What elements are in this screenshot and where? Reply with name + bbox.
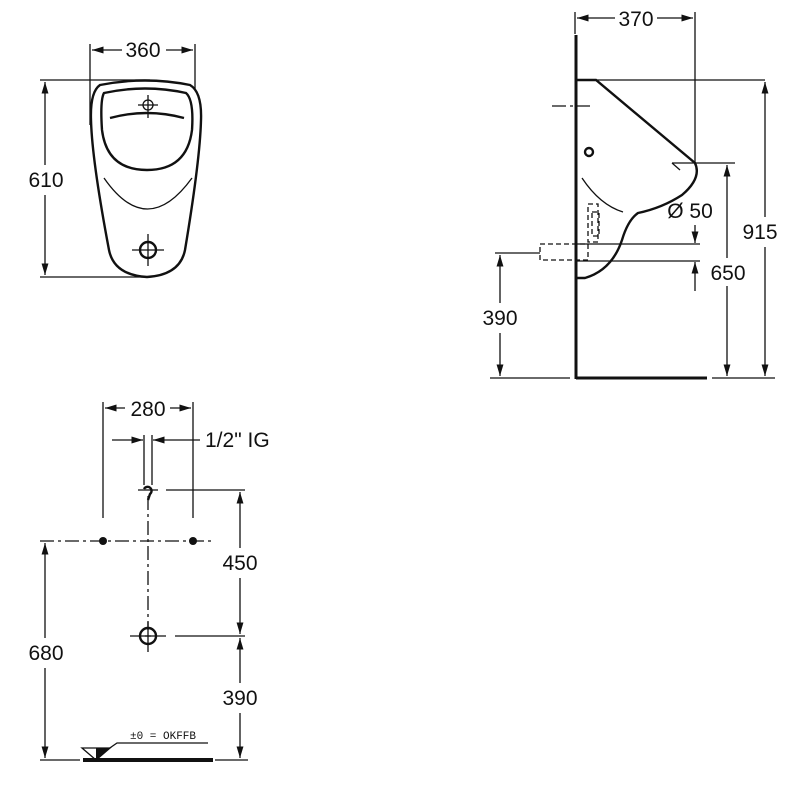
front-view: 360 610 <box>28 39 203 279</box>
inlet-thread-label: 1/2" IG <box>205 429 270 452</box>
fixing-point <box>99 537 107 545</box>
floor-reference-label: ±0 = OKFFB <box>130 731 196 743</box>
side-outlet-height-label: 390 <box>482 307 517 330</box>
rim-height-label: 650 <box>710 262 745 285</box>
fixing-spacing-label: 280 <box>130 398 165 421</box>
total-height-label: 915 <box>742 221 777 244</box>
inlet-icon <box>138 485 158 501</box>
front-height-label: 610 <box>28 169 63 192</box>
urinal-front-outline <box>89 79 203 279</box>
inlet-icon <box>138 95 158 118</box>
fixing-height-label: 680 <box>28 642 63 665</box>
install-outlet-height-label: 390 <box>222 687 257 710</box>
side-depth-label: 370 <box>618 8 653 31</box>
urinal-side-outline <box>577 78 699 280</box>
side-view: 370 Ø 50 650 915 390 <box>482 8 778 380</box>
fixing-point <box>189 537 197 545</box>
inlet-to-outlet-label: 450 <box>222 552 257 575</box>
front-width-label: 360 <box>125 39 160 62</box>
outlet-icon <box>132 234 164 266</box>
outlet-diameter-label: Ø 50 <box>667 200 713 223</box>
installation-view: 280 1/2" IG 450 390 680 <box>28 398 270 762</box>
outlet-icon <box>130 622 166 652</box>
